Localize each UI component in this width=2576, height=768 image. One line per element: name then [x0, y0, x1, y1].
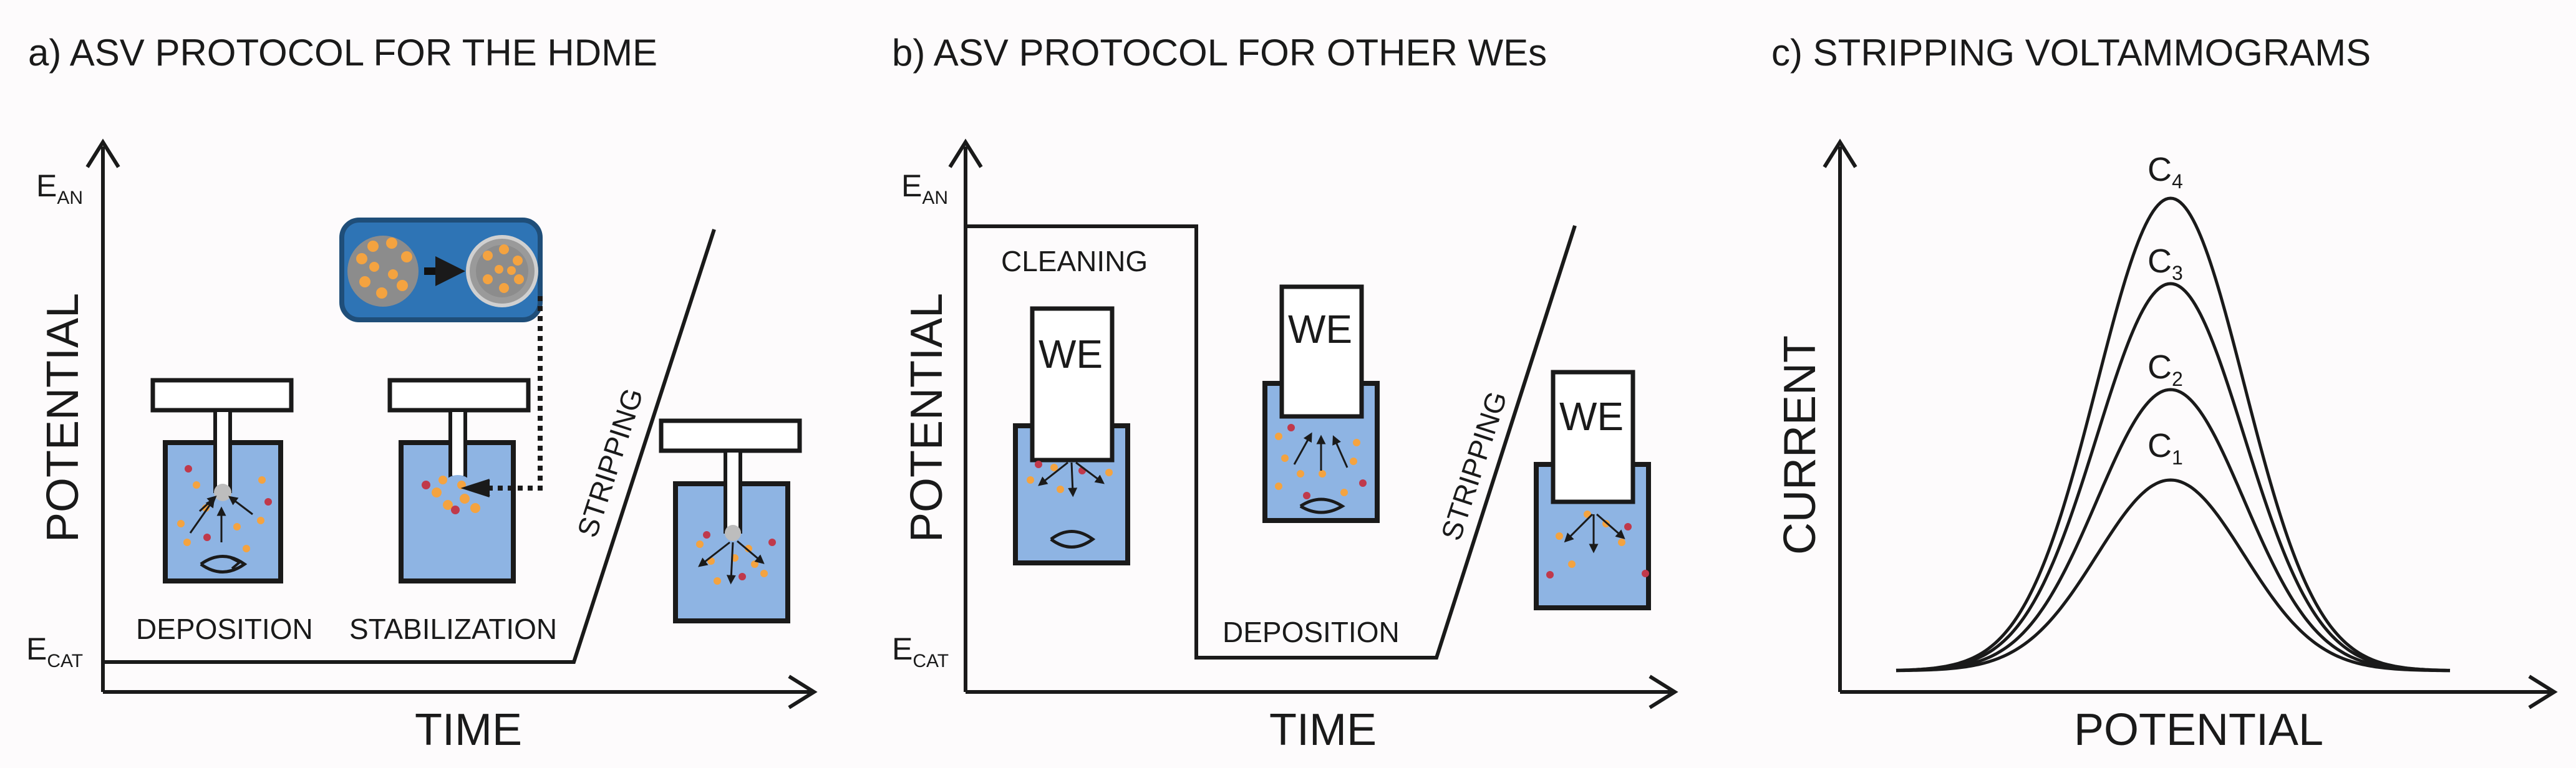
panel-a-phase-stabilization: STABILIZATION	[349, 613, 557, 645]
red-particles	[185, 465, 272, 541]
panel-c-ylabel: CURRENT	[1775, 335, 1825, 555]
voltammogram-curve-c3	[1896, 282, 2450, 672]
working-electrode	[1030, 306, 1115, 463]
hdme-cell-stripping	[659, 418, 802, 623]
panel-b-e-an: EAN	[901, 168, 948, 208]
voltammogram-curve-c1	[1896, 478, 2451, 673]
panel-b-y-arrow	[948, 138, 983, 168]
panel-c-title: c) STRIPPING VOLTAMMOGRAMS	[1771, 32, 2371, 74]
orange-particles	[432, 476, 480, 513]
stirring-icon	[1050, 530, 1096, 549]
voltammogram-curve-c4	[1896, 196, 2450, 672]
we-cell-cleaning: WE	[1013, 306, 1130, 565]
mercury-drop	[725, 525, 741, 541]
we-cell-deposition: WE	[1262, 284, 1380, 523]
panel-a-axes	[85, 138, 818, 709]
mercury-drop-inset	[339, 218, 543, 322]
electrode-holder	[150, 378, 294, 413]
panel-b-xlabel: TIME	[1269, 705, 1377, 755]
voltammogram-curves	[1896, 196, 2451, 673]
mercury-drop	[214, 484, 231, 501]
orange-particles	[177, 476, 266, 552]
working-electrode	[1551, 370, 1635, 504]
curve-label-c4: C4	[2147, 151, 2183, 193]
working-electrode	[1279, 284, 1364, 419]
electrode-holder	[659, 418, 802, 453]
panel-b-waveform	[966, 224, 1577, 660]
panel-a-e-an: EAN	[36, 168, 83, 208]
stirring-icon	[1299, 497, 1345, 514]
panel-b-phase-deposition: DEPOSITION	[1223, 616, 1400, 648]
panel-a-e-cat: ECAT	[26, 631, 83, 671]
panel-c-axes	[1823, 138, 2558, 709]
electrode-capillary	[724, 449, 742, 534]
panel-b-title: b) ASV PROTOCOL FOR OTHER WEs	[892, 32, 1547, 74]
panel-b-ylabel: POTENTIAL	[902, 293, 952, 542]
panel-a: a) ASV PROTOCOL FOR THE HDME TIME POTENT…	[26, 32, 818, 755]
panel-a-y-arrow	[85, 138, 120, 168]
panel-a-waveform	[103, 229, 716, 664]
panel-c: c) STRIPPING VOLTAMMOGRAMS POTENTIAL CUR…	[1771, 32, 2558, 755]
panel-b-axes	[948, 138, 1678, 709]
diffusion-arrows	[698, 540, 765, 585]
panel-a-xlabel: TIME	[415, 705, 522, 755]
panel-a-ylabel: POTENTIAL	[38, 293, 88, 542]
diffusion-arrows	[189, 495, 253, 542]
we-cell-stripping: WE	[1534, 370, 1651, 610]
panel-b-e-cat: ECAT	[892, 631, 949, 671]
curve-label-c2: C2	[2147, 348, 2183, 390]
we-label: WE	[1559, 394, 1624, 439]
panel-c-y-arrow	[1823, 138, 1857, 168]
red-particles	[703, 531, 776, 580]
electrode-capillary	[213, 408, 232, 493]
panel-b: b) ASV PROTOCOL FOR OTHER WEs TIME POTEN…	[892, 32, 1678, 755]
electrode-holder	[387, 378, 531, 413]
curve-label-c1: C1	[2147, 427, 2183, 469]
we-label: WE	[1039, 332, 1103, 377]
connector-arrowhead	[460, 479, 490, 497]
we-label: WE	[1288, 307, 1352, 352]
electrode-capillary	[448, 408, 467, 479]
curve-label-c3: C3	[2147, 242, 2183, 284]
panel-b-phase-stripping: STRIPPING	[1435, 387, 1513, 544]
panel-a-x-arrow	[788, 674, 818, 709]
panel-c-x-arrow	[2528, 674, 2558, 709]
panel-b-x-arrow	[1649, 674, 1678, 709]
panel-b-phase-cleaning: CLEANING	[1001, 245, 1148, 277]
hdme-cell-deposition	[150, 378, 294, 583]
voltammogram-curve-c2	[1896, 388, 2451, 673]
stirring-icon	[200, 555, 248, 574]
panel-a-title: a) ASV PROTOCOL FOR THE HDME	[28, 32, 657, 74]
panel-a-phase-deposition: DEPOSITION	[136, 613, 313, 645]
red-particles	[422, 481, 460, 514]
panel-c-xlabel: POTENTIAL	[2074, 705, 2323, 755]
inset-connector	[480, 296, 543, 491]
hdme-cell-stabilization	[387, 378, 531, 583]
